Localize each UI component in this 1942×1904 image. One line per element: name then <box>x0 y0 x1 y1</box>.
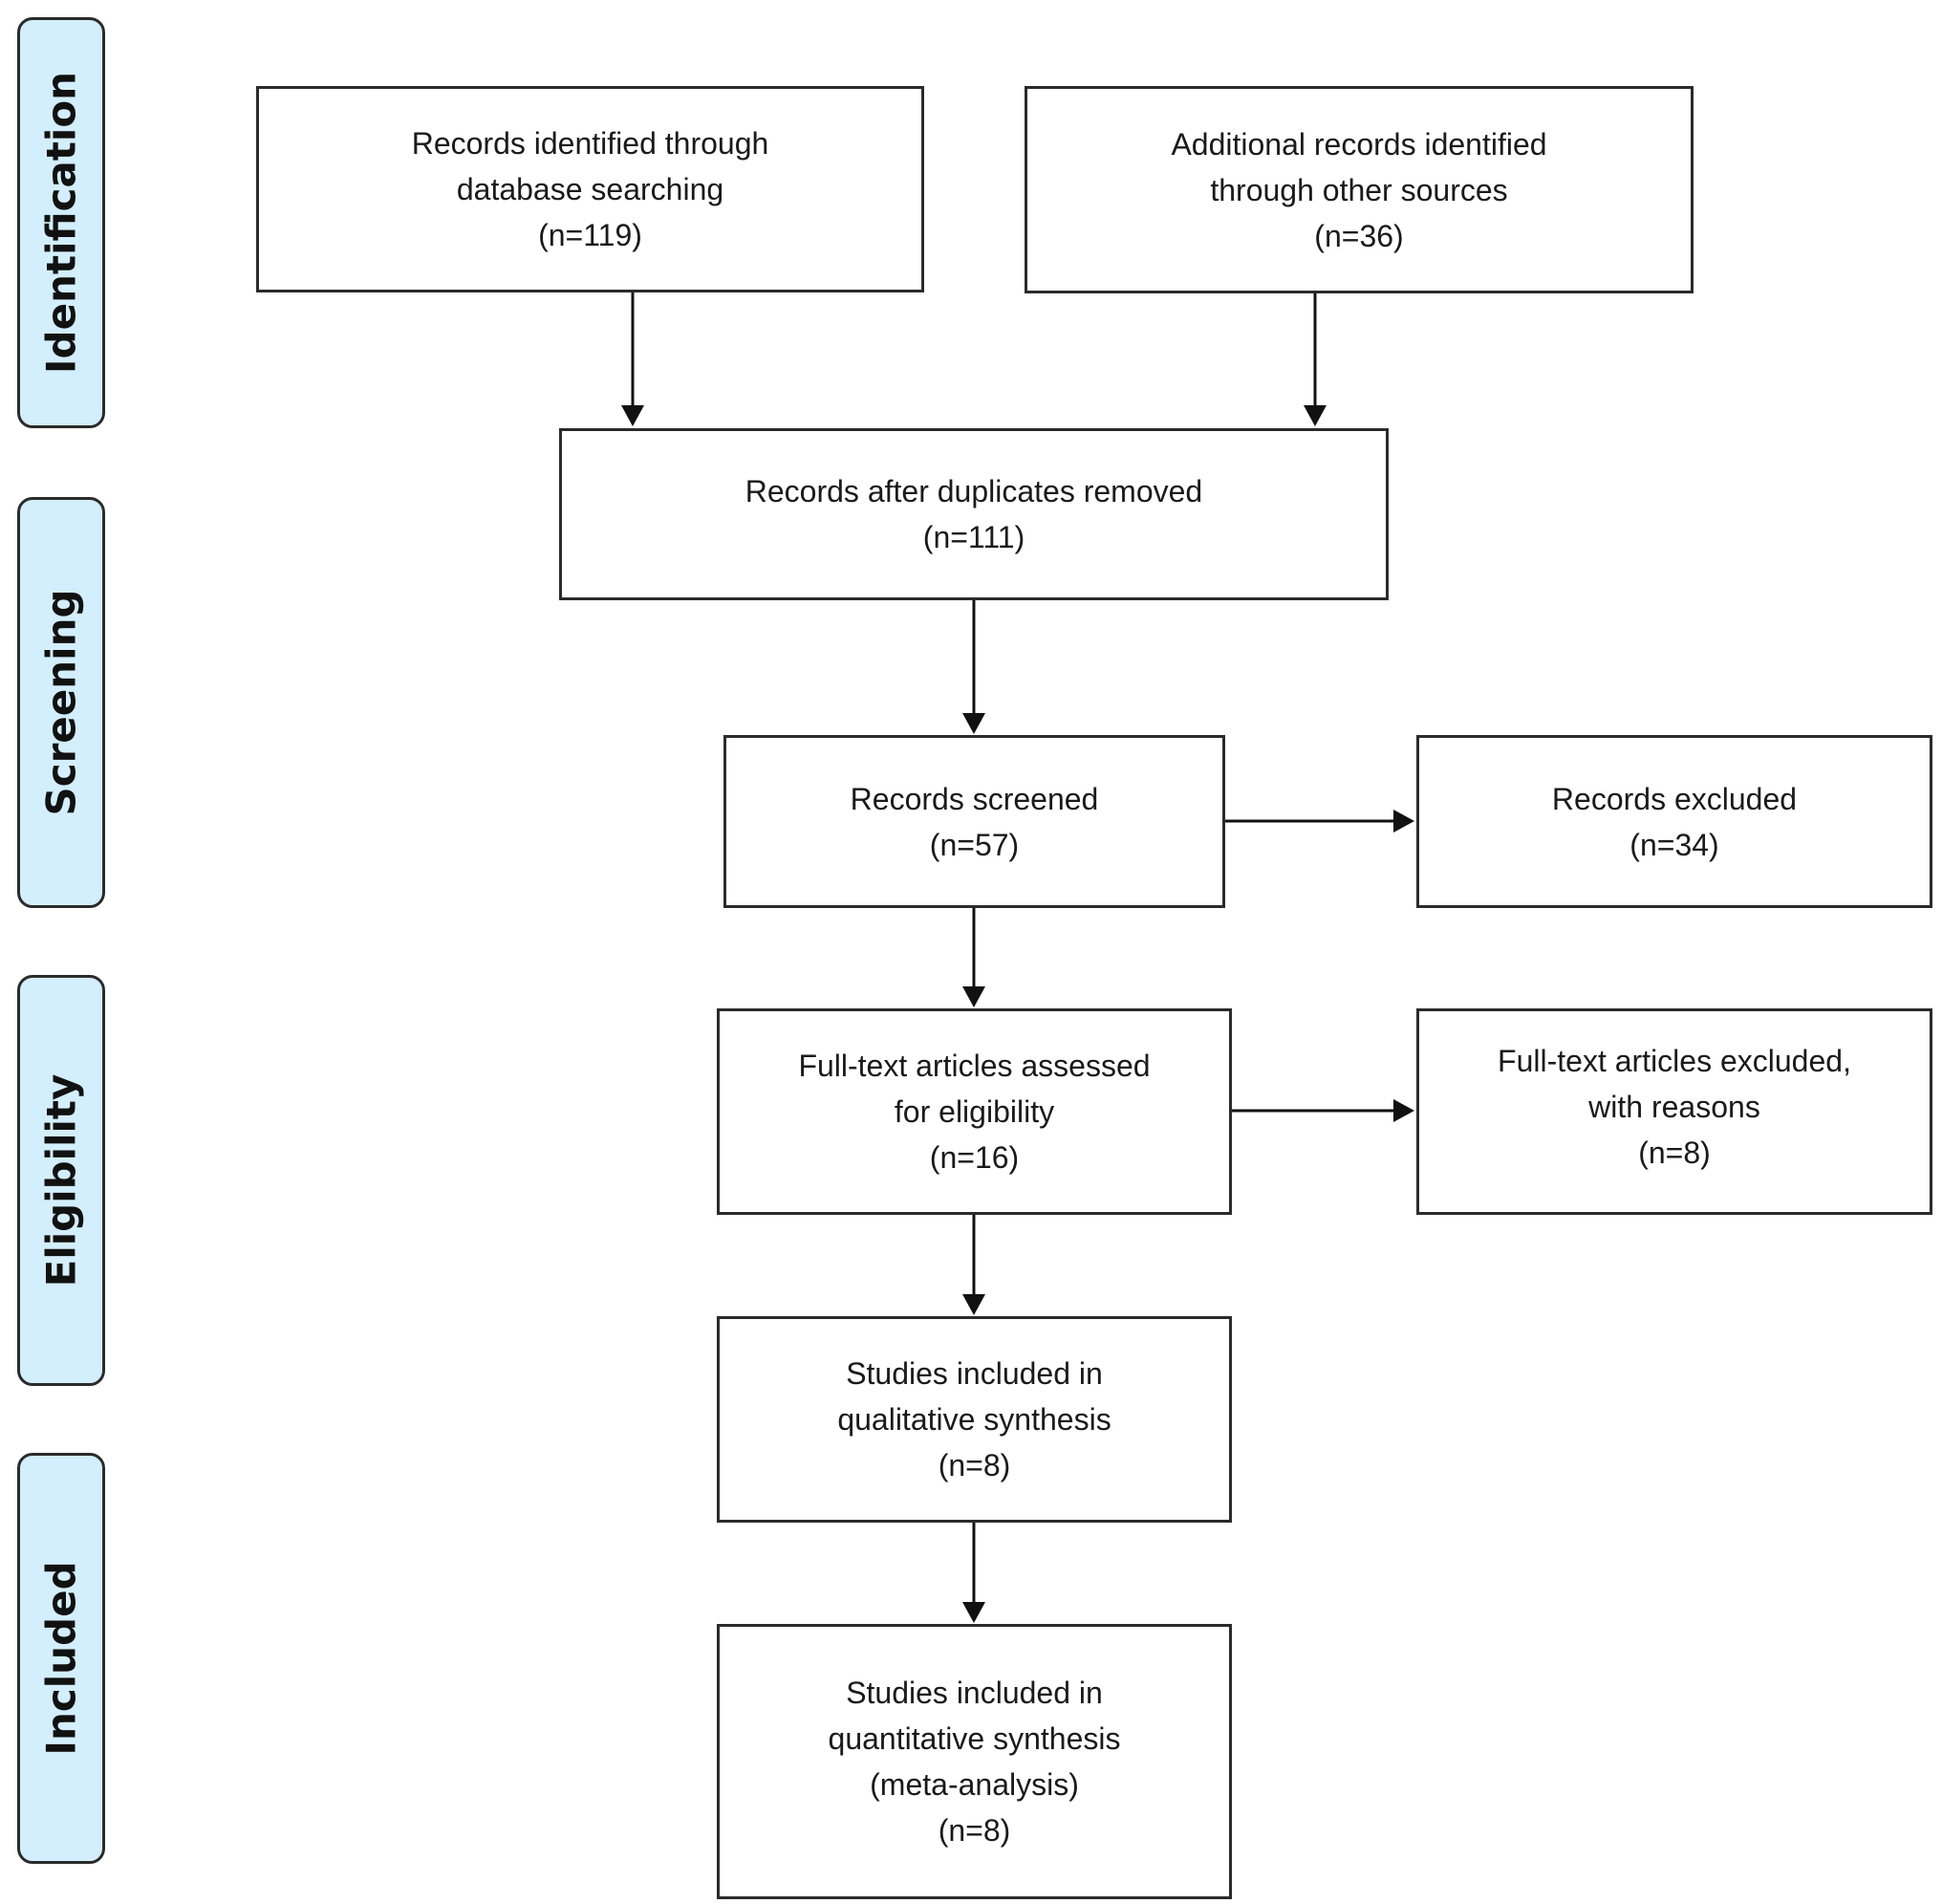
box-database-search: Records identified through database sear… <box>256 86 924 292</box>
box-records-screened: Records screened (n=57) <box>723 735 1225 908</box>
box-records-screened-line1: Records screened <box>850 781 1099 816</box>
box-records-excluded-line1: Records excluded <box>1551 781 1798 816</box>
box-other-sources-line2: through other sources <box>1210 172 1508 207</box>
box-fulltext-excluded: Full-text articles excluded, with reason… <box>1416 1008 1932 1215</box>
box-fulltext-excluded-count: (n=8) <box>1638 1136 1711 1170</box>
stage-included: Included <box>17 1453 105 1864</box>
box-records-screened-count: (n=57) <box>929 827 1020 862</box>
box-fulltext-assessed-line1: Full-text articles assessed <box>798 1049 1151 1083</box>
box-fulltext-excluded-line2: with reasons <box>1588 1090 1760 1124</box>
box-quantitative-synthesis: Studies included in quantitative synthes… <box>717 1624 1232 1899</box>
box-qualitative-count: (n=8) <box>938 1448 1011 1482</box>
box-after-duplicates-line1: Records after duplicates removed <box>744 474 1203 508</box>
box-fulltext-assessed-line2: for eligibility <box>894 1094 1055 1129</box>
stage-identification: Identification <box>17 17 105 428</box>
box-other-sources: Additional records identified through ot… <box>1025 86 1694 293</box>
box-quantitative-line3: (meta-analysis) <box>870 1767 1079 1802</box>
box-records-excluded-count: (n=34) <box>1629 827 1719 862</box>
box-qualitative-synthesis: Studies included in qualitative synthesi… <box>717 1316 1232 1523</box>
box-fulltext-assessed-count: (n=16) <box>929 1140 1020 1175</box>
box-after-duplicates-count: (n=111) <box>922 520 1025 554</box>
box-records-excluded: Records excluded (n=34) <box>1416 735 1932 908</box>
box-other-sources-line1: Additional records identified <box>1171 126 1547 162</box>
box-quantitative-count: (n=8) <box>938 1813 1011 1848</box>
box-qualitative-line1: Studies included in <box>846 1356 1103 1391</box>
box-fulltext-excluded-line1: Full-text articles excluded, <box>1498 1044 1851 1078</box>
stage-eligibility: Eligibility <box>17 975 105 1386</box>
box-fulltext-assessed: Full-text articles assessed for eligibil… <box>717 1008 1232 1215</box>
box-quantitative-line2: quantitative synthesis <box>828 1721 1121 1756</box>
box-after-duplicates: Records after duplicates removed (n=111) <box>559 428 1389 600</box>
box-qualitative-line2: qualitative synthesis <box>837 1402 1111 1437</box>
box-database-search-line1: Records identified through <box>411 126 769 161</box>
box-quantitative-line1: Studies included in <box>846 1676 1103 1710</box>
box-database-search-line2: database searching <box>456 172 724 206</box>
stage-screening: Screening <box>17 497 105 908</box>
box-other-sources-count: (n=36) <box>1314 218 1404 253</box>
box-database-search-count: (n=119) <box>538 218 642 252</box>
